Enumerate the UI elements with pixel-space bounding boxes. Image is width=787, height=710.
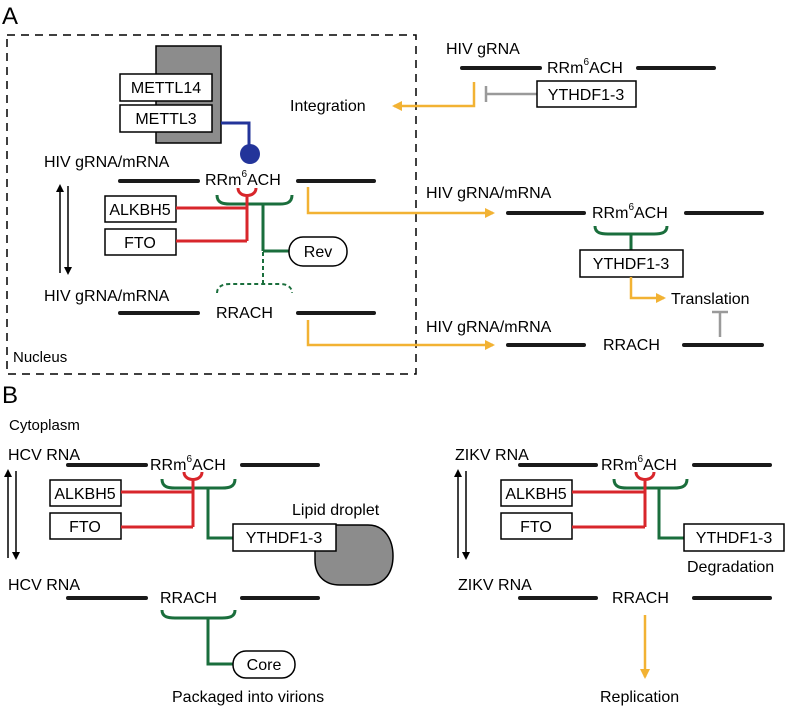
rrm6ach-zikv: RRm6ACH xyxy=(601,454,677,474)
hiv-grna-mrna-label-3: HIV gRNA/mRNA xyxy=(426,185,552,202)
replication-label: Replication xyxy=(600,689,679,706)
hiv-grna-label: HIV gRNA xyxy=(446,41,520,58)
rev-box xyxy=(288,236,348,267)
hcv-rna-label-2: HCV RNA xyxy=(8,577,80,594)
alkbh5-label-zikv: ALKBH5 xyxy=(505,486,566,503)
core-label: Core xyxy=(247,657,282,674)
hiv-grna-mrna-label-2: HIV gRNA/mRNA xyxy=(44,288,170,305)
rrm6ach-hcv: RRm6ACH xyxy=(150,454,226,474)
ythdf-label-zikv: YTHDF1-3 xyxy=(696,530,773,547)
fto-label-zikv: FTO xyxy=(520,519,552,536)
hiv-grna-mrna-label-4: HIV gRNA/mRNA xyxy=(426,319,552,336)
ythdf-label-cyto: YTHDF1-3 xyxy=(593,256,670,273)
m6a-methyl-dot xyxy=(240,144,260,164)
packaged-label: Packaged into virions xyxy=(172,689,324,706)
rrm6ach-top: RRm6ACH xyxy=(547,57,623,77)
nucleus-label: Nucleus xyxy=(13,349,67,366)
rrm6ach-cyto: RRm6ACH xyxy=(592,202,668,222)
mettl3-label: METTL3 xyxy=(135,111,196,128)
alkbh5-label-hcv: ALKBH5 xyxy=(54,486,115,503)
hcv-rna-label-1: HCV RNA xyxy=(8,447,80,464)
cytoplasm-label: Cytoplasm xyxy=(9,417,80,434)
fto-label-a: FTO xyxy=(124,235,156,252)
ythdf-label-top: YTHDF1-3 xyxy=(548,87,625,104)
integration-label: Integration xyxy=(290,98,366,115)
degradation-label: Degradation xyxy=(687,559,774,576)
zikv-rna-label-2: ZIKV RNA xyxy=(458,577,532,594)
rrach-nucleus: RRACH xyxy=(216,305,273,322)
alkbh5-label-a: ALKBH5 xyxy=(109,202,170,219)
mettl-complex: METTL14 METTL3 xyxy=(119,45,260,164)
mettl14-label: METTL14 xyxy=(131,80,201,97)
nucleus-boundary xyxy=(6,34,417,375)
panel-b-label: B xyxy=(2,382,18,409)
ythdf-label-hcv: YTHDF1-3 xyxy=(246,530,323,547)
translation-label: Translation xyxy=(671,291,750,308)
core-box xyxy=(232,650,296,679)
rrm6ach-nucleus: RRm6ACH xyxy=(205,169,281,189)
rrach-cyto: RRACH xyxy=(603,337,660,354)
rev-label: Rev xyxy=(304,244,332,261)
rrach-zikv: RRACH xyxy=(612,590,669,607)
hiv-grna-mrna-label-1: HIV gRNA/mRNA xyxy=(44,154,170,171)
panel-a-label: A xyxy=(2,3,18,30)
rrach-hcv: RRACH xyxy=(160,590,217,607)
lipid-droplet-label: Lipid droplet xyxy=(292,502,380,519)
zikv-rna-label-1: ZIKV RNA xyxy=(455,447,529,464)
fto-label-hcv: FTO xyxy=(69,519,101,536)
